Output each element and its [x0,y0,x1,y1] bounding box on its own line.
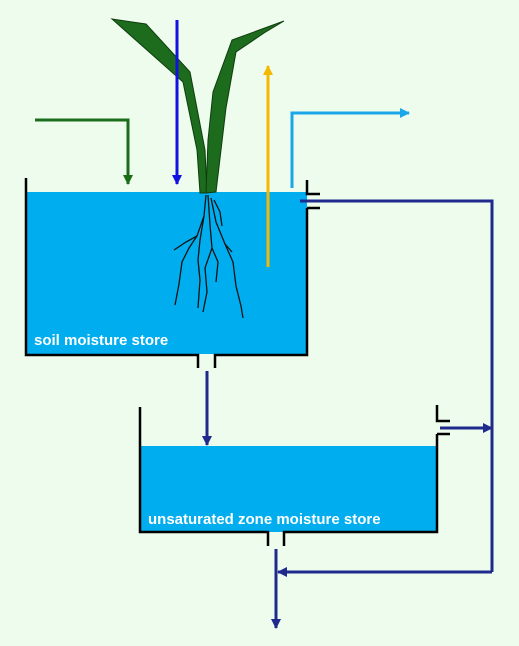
unsaturated-overflow-spout [435,405,450,423]
runoff-arrow [290,108,410,188]
soil-overflow-spout [305,180,320,196]
unsaturated-tank-wall [138,407,270,546]
unsaturated-water-fill [140,446,437,532]
soil-tank-wall-right [213,208,309,368]
unsaturated-tank-wall-right [282,434,439,546]
roots-icon [173,194,244,319]
plant-leaf-right [205,20,285,194]
plant-icon [110,18,285,194]
soil-water-fill [26,192,307,354]
soil-store-label: soil moisture store [34,332,168,349]
plant-leaf-left [110,18,208,194]
unsaturated-store-label: unsaturated zone moisture store [148,511,381,528]
soil-overflow-drainage-line [300,199,494,572]
soil-moisture-store: soil moisture store [24,178,320,368]
unsaturated-zone-store: unsaturated zone moisture store [138,405,450,546]
inflow-arrow [35,118,133,185]
soil-tank-wall [24,178,200,368]
